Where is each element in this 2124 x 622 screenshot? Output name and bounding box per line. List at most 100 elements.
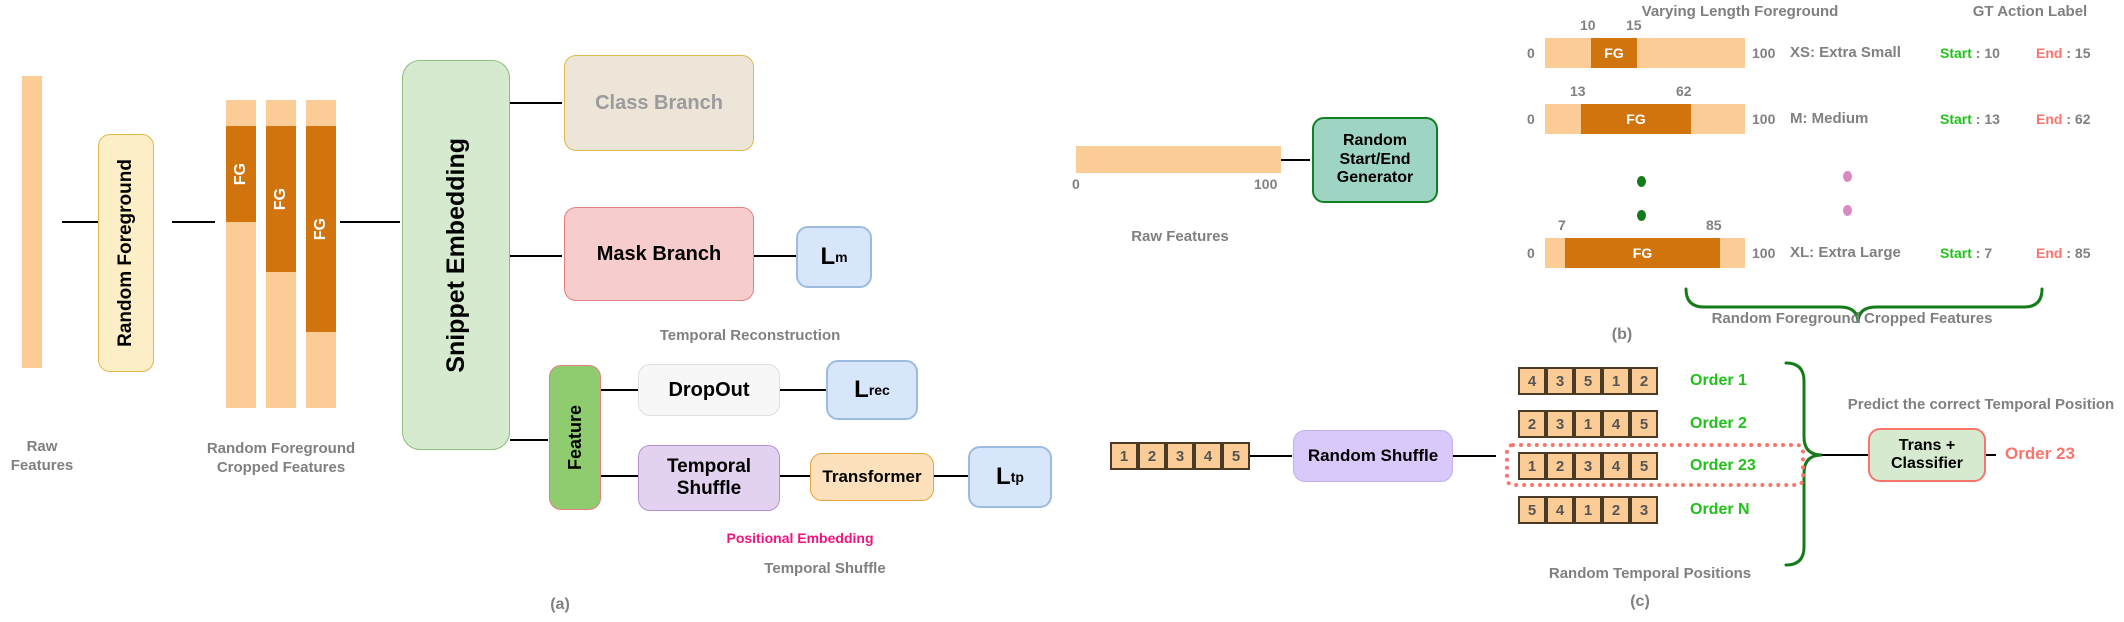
order-cell[interactable]: 1 <box>1518 452 1546 480</box>
order-cell[interactable]: 4 <box>1602 452 1630 480</box>
row-3-end-value: End : 85 <box>2036 245 2090 261</box>
feature-node[interactable]: Feature <box>549 365 601 510</box>
row-2-bar-fg <box>1581 104 1691 134</box>
order-cell[interactable]: 5 <box>1630 452 1658 480</box>
row-2-start-value: Start : 13 <box>1940 111 2000 127</box>
order-cell[interactable]: 5 <box>1518 496 1546 524</box>
trans-classifier-node[interactable]: Trans + Classifier <box>1868 428 1986 482</box>
order-label-4: Order N <box>1690 501 1750 518</box>
row-1-size-label: XS: Extra Small <box>1790 44 1901 61</box>
order-cell[interactable]: 1 <box>1574 410 1602 438</box>
highlight-box <box>1505 443 1805 487</box>
order-cell[interactable]: 3 <box>1546 410 1574 438</box>
panel-a-label: (a) <box>550 596 570 613</box>
order-cell[interactable]: 3 <box>1546 367 1574 395</box>
predict-caption: Predict the correct Temporal Position <box>1847 396 2115 413</box>
row-1-left-tick: 0 <box>1527 45 1535 61</box>
base-cell[interactable]: 4 <box>1194 442 1222 470</box>
order-row-3: 1 2 3 4 5 <box>1518 452 1658 480</box>
class-branch-node[interactable]: Class Branch <box>564 55 754 151</box>
row-3-start-colon: : <box>1971 245 1985 261</box>
order-cell[interactable]: 4 <box>1546 496 1574 524</box>
order-cell[interactable]: 2 <box>1630 367 1658 395</box>
row-2-start-colon: : <box>1971 111 1985 127</box>
random-start-end-generator-node[interactable]: Random Start/End Generator <box>1312 117 1438 203</box>
temporal-reconstruction-caption: Temporal Reconstruction <box>659 327 841 344</box>
panel-b-header-gt: GT Action Label <box>1972 3 2088 20</box>
snippet-embedding-node[interactable]: Snippet Embedding <box>402 60 510 450</box>
order-cell[interactable]: 1 <box>1574 496 1602 524</box>
order-cell[interactable]: 5 <box>1574 367 1602 395</box>
row-3-fg-text: FG <box>1632 245 1653 261</box>
panel-b-raw-features-caption: Raw Features <box>1131 228 1229 245</box>
random-foreground-label: Random Foreground <box>115 159 137 347</box>
fg-text-3: FG <box>312 217 329 241</box>
row-2-end-colon: : <box>2062 111 2075 127</box>
row-3-left-tick: 0 <box>1527 245 1535 261</box>
row-1-start-number: 10 <box>1984 45 2000 61</box>
base-cell[interactable]: 1 <box>1110 442 1138 470</box>
order-row-4: 5 4 1 2 3 <box>1518 496 1658 524</box>
row-1-bar-fg <box>1591 38 1637 68</box>
order-label-2: Order 2 <box>1690 415 1747 432</box>
order-cell[interactable]: 2 <box>1546 452 1574 480</box>
order-label-1: Order 1 <box>1690 372 1747 389</box>
random-shuffle-node[interactable]: Random Shuffle <box>1293 430 1453 482</box>
row-3-end-word: End <box>2036 245 2063 261</box>
row-1-fg-text: FG <box>1604 45 1624 61</box>
fg-text-1: FG <box>232 162 249 186</box>
order-cell[interactable]: 3 <box>1574 452 1602 480</box>
base-cell[interactable]: 2 <box>1138 442 1166 470</box>
order-cell[interactable]: 1 <box>1602 367 1630 395</box>
order-cell[interactable]: 5 <box>1630 410 1658 438</box>
mask-branch-node[interactable]: Mask Branch <box>564 207 754 301</box>
base-cell[interactable]: 3 <box>1166 442 1194 470</box>
order-cell[interactable]: 4 <box>1602 410 1630 438</box>
transformer-node[interactable]: Transformer <box>810 453 934 501</box>
row-3-end-colon: : <box>2062 245 2075 261</box>
loss-tp-subscript: tp <box>1010 468 1024 485</box>
order-cell[interactable]: 2 <box>1602 496 1630 524</box>
panel-c-caption: Random Temporal Positions <box>1548 565 1752 582</box>
order-cell[interactable]: 4 <box>1518 367 1546 395</box>
loss-rec-subscript: rec <box>868 381 890 398</box>
dropout-node[interactable]: DropOut <box>638 364 780 416</box>
temporal-shuffle-node[interactable]: Temporal Shuffle <box>638 445 780 511</box>
base-sequence-row: 1 2 3 4 5 <box>1110 442 1250 470</box>
cropped-feature-bar-3-fg <box>306 126 336 332</box>
row-1-end-word: End <box>2036 45 2063 61</box>
row-3-start-value: Start : 7 <box>1940 245 1992 261</box>
row-2-start-number: 13 <box>1984 111 2000 127</box>
order-cell[interactable]: 2 <box>1518 410 1546 438</box>
row-3-size-label: XL: Extra Large <box>1790 244 1901 261</box>
row-2-end-value: End : 62 <box>2036 111 2090 127</box>
panel-b-label: (b) <box>1611 326 1633 343</box>
row-2-left-tick: 0 <box>1527 111 1535 127</box>
snippet-embedding-label: Snippet Embedding <box>441 137 470 373</box>
loss-rec-label: L <box>854 376 869 404</box>
order-cell[interactable]: 3 <box>1630 496 1658 524</box>
ellipsis-dot-pink-1 <box>1843 171 1852 182</box>
row-3-bar-fg <box>1565 238 1720 268</box>
panel-b-raw-bar-end-tick: 100 <box>1254 176 1278 192</box>
ellipsis-dot-green-1 <box>1637 176 1646 187</box>
row-2-right-tick: 100 <box>1752 111 1776 127</box>
row-1-start-value: Start : 10 <box>1940 45 2000 61</box>
panel-c-label: (c) <box>1630 593 1650 610</box>
raw-features-bar <box>22 76 42 368</box>
row-2-end-tick: 62 <box>1676 83 1692 99</box>
row-3-start-word: Start <box>1940 245 1972 261</box>
base-cell[interactable]: 5 <box>1222 442 1250 470</box>
loss-mask-subscript: m <box>835 248 848 265</box>
raw-features-caption: Raw Features <box>10 438 74 474</box>
order-output-label: Order 23 <box>2005 444 2075 463</box>
random-foreground-node[interactable]: Random Foreground <box>98 134 154 372</box>
panel-b-header-varying: Varying Length Foreground <box>1641 3 1839 20</box>
fg-label-2: FG <box>266 126 296 272</box>
fg-text-2: FG <box>272 187 289 211</box>
row-1-end-number: 15 <box>2074 45 2091 61</box>
